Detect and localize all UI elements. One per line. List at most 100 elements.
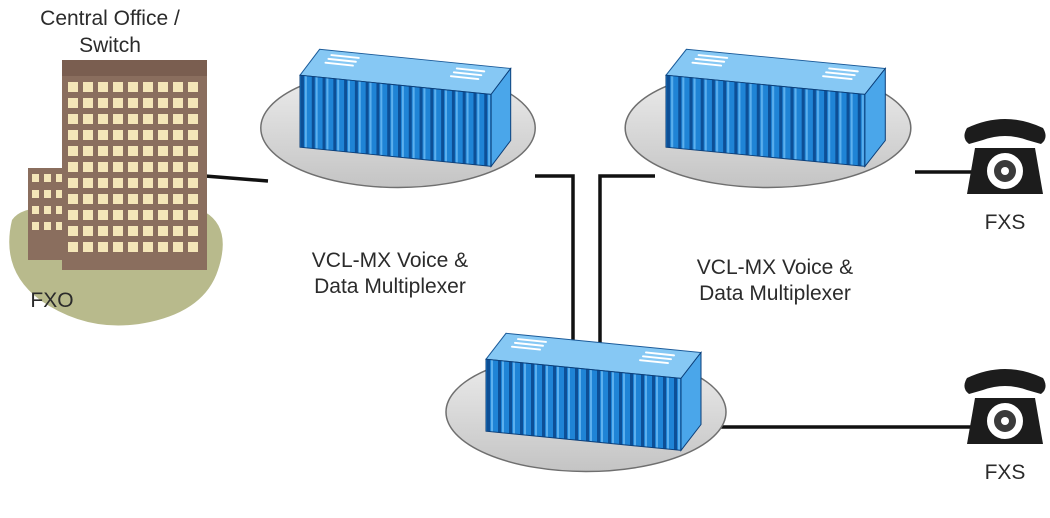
building-window [158,178,168,188]
building-window [68,98,78,108]
building-window [98,242,108,252]
building-window [83,194,93,204]
building-window [68,82,78,92]
building-window [143,114,153,124]
building-window [173,194,183,204]
building-window [173,162,183,172]
building-window [98,114,108,124]
building-window [128,226,138,236]
building-window [158,82,168,92]
building-window [158,226,168,236]
multiplexer-right [624,48,912,189]
telephone-bottom [963,368,1047,445]
fxo-label: FXO [30,289,74,312]
building-window [128,178,138,188]
building-window [68,194,78,204]
building-window [128,82,138,92]
building-window [188,146,198,156]
building-window [83,146,93,156]
building-window [158,194,168,204]
building-window [158,98,168,108]
building-window [83,226,93,236]
building-window [188,242,198,252]
building-window [98,210,108,220]
building-window [158,114,168,124]
building-window [188,162,198,172]
cables [204,170,990,429]
building-window [128,210,138,220]
building-window [188,210,198,220]
building-window [188,82,198,92]
building-window [173,130,183,140]
building-window [98,226,108,236]
building-window [128,130,138,140]
building-window [113,178,123,188]
building-window [158,210,168,220]
multiplexer-left [259,48,537,189]
building-window [143,82,153,92]
building-window [98,178,108,188]
telephone-top [963,118,1047,195]
building-window [68,130,78,140]
building-window [68,226,78,236]
mux-left-label-line1: VCL-MX Voice & [311,249,469,272]
mux-right-label-line2: Data Multiplexer [699,282,851,305]
building-window [188,194,198,204]
building-window [143,98,153,108]
building-window [83,178,93,188]
building-window [113,162,123,172]
building-window [68,114,78,124]
building-window [173,146,183,156]
cable-office-to-mux-left [204,174,269,183]
building-window [158,242,168,252]
building-window [83,210,93,220]
building-window [128,162,138,172]
building-window [113,226,123,236]
building-window [173,242,183,252]
building-window [188,130,198,140]
building-window [113,114,123,124]
building-window [188,178,198,188]
building-window [113,98,123,108]
building-window [98,162,108,172]
mux-left-label-line2: Data Multiplexer [314,275,466,298]
building-window [188,98,198,108]
central-office-building [9,60,223,326]
mux-right-label-line1: VCL-MX Voice & [696,256,854,279]
building-window [143,226,153,236]
building-window [128,194,138,204]
building-window [158,162,168,172]
building-window [83,114,93,124]
building-window [143,178,153,188]
building-window [113,82,123,92]
building-window [128,114,138,124]
building-window [188,226,198,236]
building-window [173,114,183,124]
building-window [173,82,183,92]
building-window [68,162,78,172]
building-window [98,98,108,108]
building-window [68,210,78,220]
building-window [113,146,123,156]
cable-mux-left-to-mux-bottom [535,174,575,352]
building-window [113,130,123,140]
building-window [173,178,183,188]
building-window [113,194,123,204]
building-window [113,242,123,252]
building-window [98,194,108,204]
building-window [83,242,93,252]
building-window [173,98,183,108]
building-window [98,82,108,92]
building-windows [68,82,198,252]
building-window [143,162,153,172]
building-window [113,210,123,220]
building-window [128,146,138,156]
building-window [98,130,108,140]
fxs-label-bottom: FXS [984,461,1026,484]
building-window [83,130,93,140]
building-window [68,146,78,156]
building-window [143,242,153,252]
building-window [173,226,183,236]
